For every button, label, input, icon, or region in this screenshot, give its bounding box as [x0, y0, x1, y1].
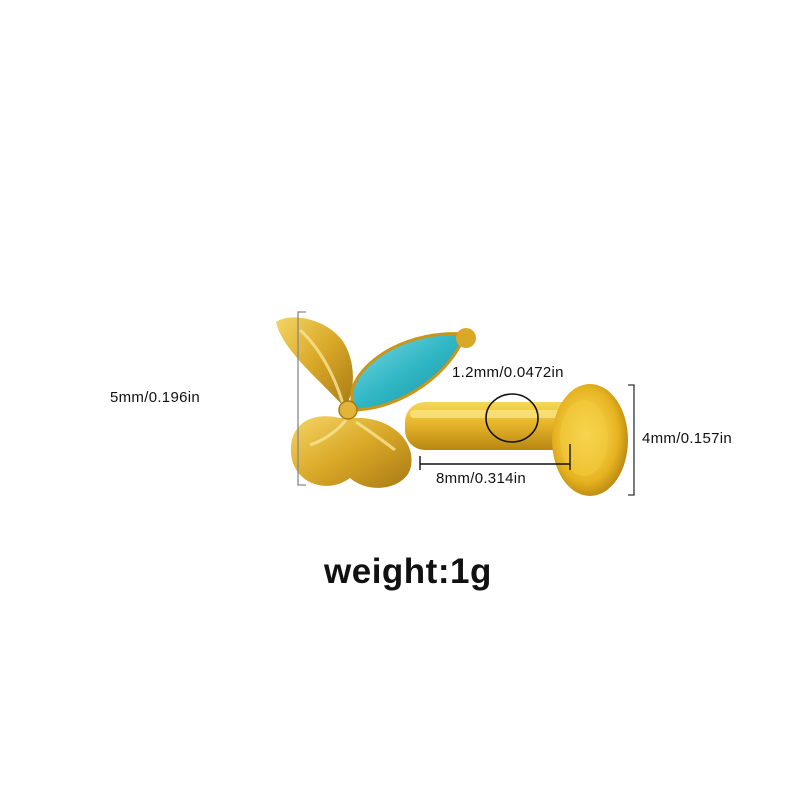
butterfly-lower-wing — [290, 416, 412, 488]
butterfly-lower-wing-vein — [309, 419, 396, 452]
gauge-dimension-label: 1.2mm/0.0472in — [452, 364, 564, 381]
length-dimension-line — [419, 444, 571, 470]
butterfly-body-bead — [338, 400, 358, 420]
weight-label: weight:1g — [324, 552, 492, 591]
post-bar-highlight — [410, 410, 580, 418]
butterfly-upper-wing-vein — [298, 328, 345, 405]
height-dimension-label: 5mm/0.196in — [110, 389, 201, 406]
disc-dimension-bracket — [628, 384, 635, 496]
marquise-stone — [350, 332, 468, 412]
butterfly-upper-wing — [276, 317, 353, 408]
height-dimension-bracket — [297, 311, 306, 486]
disc-dimension-label: 4mm/0.157in — [642, 430, 733, 447]
stone-prong — [456, 328, 476, 348]
length-dimension-label: 8mm/0.314in — [436, 470, 527, 487]
disc-back-inner — [560, 400, 608, 476]
gauge-circle-marker — [485, 393, 539, 443]
